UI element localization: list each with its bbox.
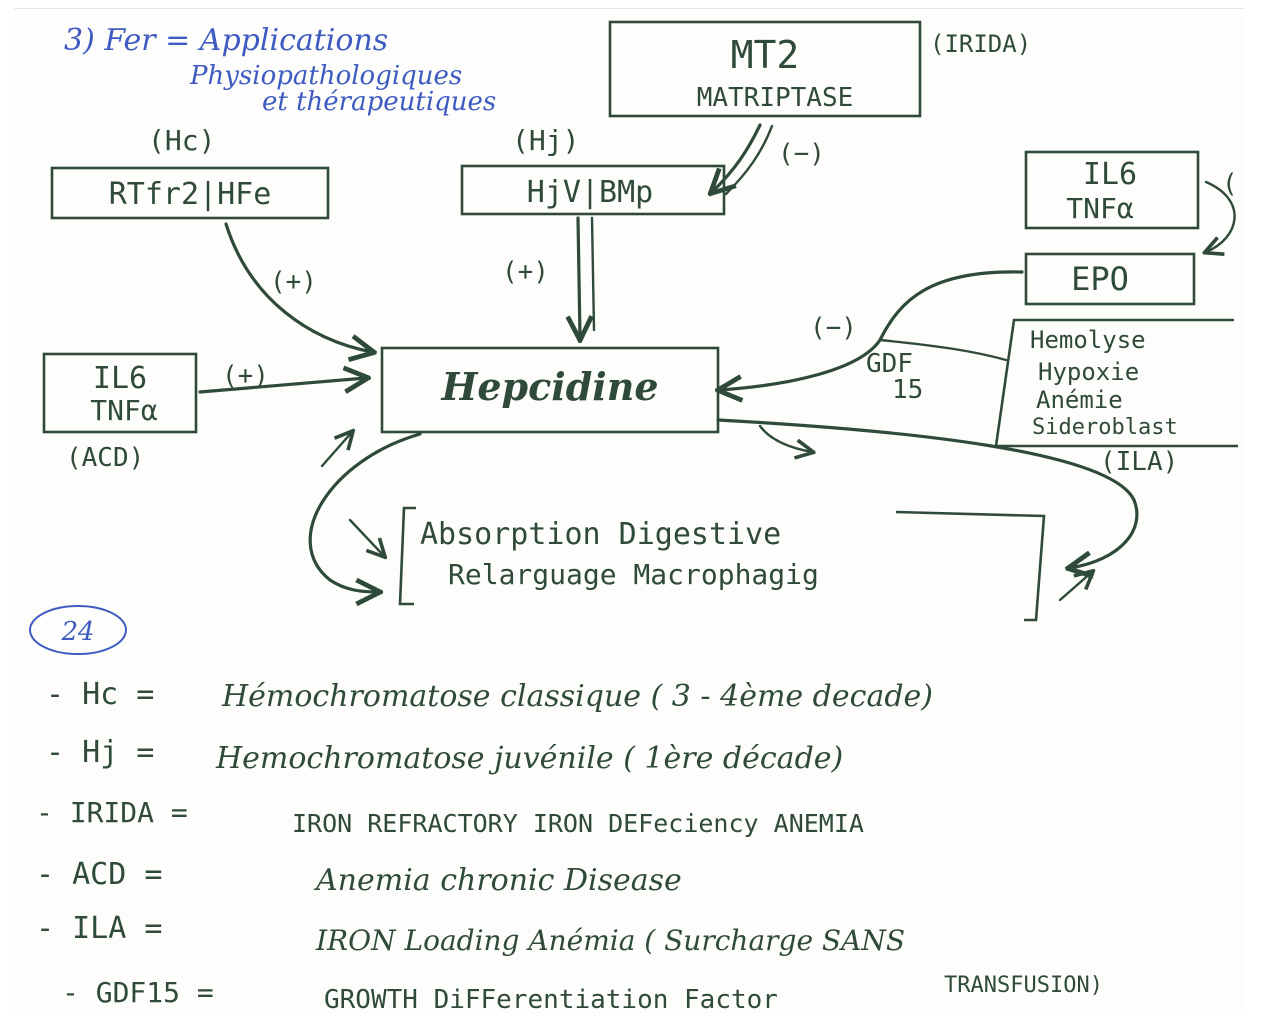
glossary-abbr: - ACD = [36,857,162,892]
relarguage-label: Relarguage Macrophagig [448,558,819,591]
hepcidine-box [380,346,720,434]
ila-tag: (ILA) [1100,447,1178,477]
rtfr2-hfe-label: RTfr2|HFe [109,177,272,212]
glossary-text: GROWTH DiFFerentiation Factor [324,985,778,1015]
il6-tnf-right-box [1024,150,1200,230]
absorption-bracket-left [398,506,416,606]
rtfr2-to-hepcidine-arrow [224,222,372,352]
il6-right-label: IL6 [1083,157,1137,192]
plus-sign-hjv: (+) [502,257,549,287]
right-edge-sign: ( [1222,169,1238,199]
glossary-text: IRON Loading Anémia ( Surcharge SANS [315,924,905,957]
hepcidine-to-absorption-left-arrow [308,432,422,592]
erythroid-box [994,318,1238,448]
small-up-arrow [320,432,352,468]
mt2-to-hjv-arrow [712,123,762,192]
gdf-15-label: 15 [892,375,923,405]
hypoxie-label: Hypoxie [1038,358,1139,386]
glossary-abbr: - Hj = [46,735,154,770]
mt2-box [608,20,922,118]
hj-tag: (Hj) [512,124,579,157]
hjv-to-hepcidine-arrow [578,216,580,338]
gdf-branch-line [878,338,1008,362]
hepcidine-to-absorption-right-arrow [716,418,1139,568]
glossary-text: Hémochromatose classique ( 3 - 4ème deca… [221,679,933,714]
minus-sign-mt2: (−) [778,139,825,169]
glossary-abbr: - Hc = [46,677,154,712]
small-down-arrow-left [348,518,384,556]
mt2-to-hjv-arrow-2 [724,124,774,196]
rtfr2-hfe-box [50,166,330,220]
title-line-3: et thérapeutiques [262,87,496,117]
minus-sign-epo: (−) [810,313,857,343]
small-down-right-arrow [758,424,812,452]
mt2-label: MT2 [731,33,800,77]
irida-tag: (IRIDA) [930,30,1031,58]
page-number-circle [29,605,127,655]
small-up-arrow-right [1058,572,1092,602]
sideroblast-label: Sideroblast [1032,415,1178,440]
il6-left-label: IL6 [93,361,147,396]
gdf-label: GDF [866,349,913,379]
plus-sign-rtfr2: (+) [270,267,317,297]
title-line-1: 3) Fer = Applications [64,23,388,58]
hc-tag: (Hc) [148,124,215,157]
il6-to-hepcidine-arrow [198,378,366,392]
glossary-abbr: - IRIDA = [36,796,188,829]
plus-sign-il6: (+) [222,361,269,391]
glossary-text: Anemia chronic Disease [313,863,682,898]
hemolyse-label: Hemolyse [1030,326,1146,354]
il6-to-epo-arrow [1206,180,1236,252]
title-line-2: Physiopathologiques [189,61,462,91]
tnf-right-label: TNFα [1066,192,1134,225]
notebook-page [14,8,1244,1014]
glossary-abbr: - ILA = [36,911,162,946]
page-number: 24 [60,617,94,647]
hjv-to-hepcidine-arrow-2 [590,216,596,332]
glossary: - Hc = Hémochromatose classique ( 3 - 4è… [36,677,1103,1015]
glossary-text: Hemochromatose juvénile ( 1ère décade) [215,741,843,776]
hepcidine-label: Hepcidine [440,364,658,409]
matriptase-label: MATRIPTASE [697,83,854,113]
glossary-text: IRON REFRACTORY IRON DEFeciency ANEMIA [292,809,864,838]
glossary-abbr: - GDF15 = [62,976,214,1009]
hjv-bmp-label: HjV|BMp [527,175,653,210]
il6-tnf-left-box [42,352,198,434]
acd-tag: (ACD) [66,443,144,473]
epo-label: EPO [1071,260,1129,298]
absorption-label: Absorption Digestive [420,517,781,552]
tnf-left-label: TNFα [90,394,158,427]
absorption-bracket-right [895,510,1046,622]
epo-box [1024,252,1196,306]
anemie-label: Anémie [1036,386,1123,414]
glossary-text-continued: TRANSFUSION) [944,973,1103,998]
